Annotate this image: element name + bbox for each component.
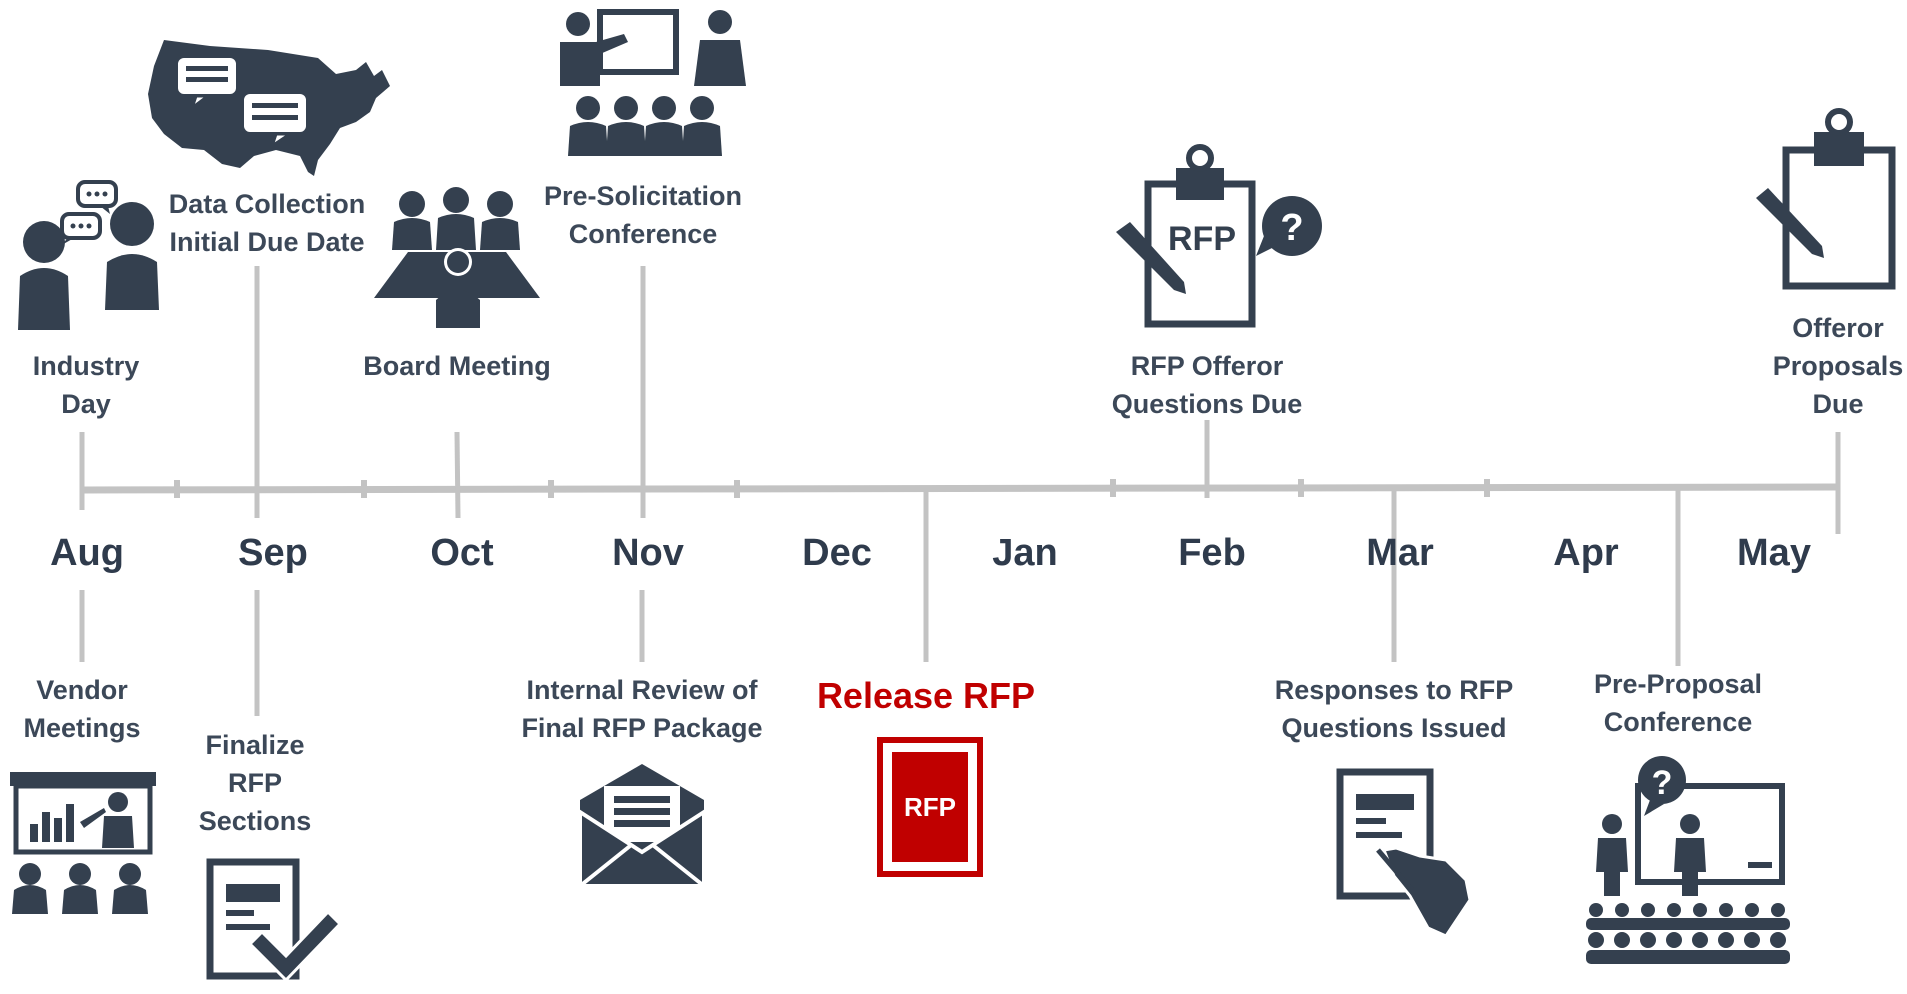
month-label: May xyxy=(1737,532,1811,574)
envelope-icon xyxy=(578,764,706,888)
event-label-offeror-proposals: Offeror Proposals Due xyxy=(1772,313,1904,419)
presentation-board-icon xyxy=(10,772,156,914)
month-label: Sep xyxy=(238,532,308,574)
conference-audience-icon: ? xyxy=(1586,756,1790,964)
event-label-vendor-meetings: Vendor Meetings xyxy=(23,675,141,743)
month-label: Oct xyxy=(430,532,494,574)
event-label-pre-proposal: Pre-Proposal Conference xyxy=(1593,669,1763,737)
question-mark-text: ? xyxy=(1652,764,1673,802)
rfp-clipboard-question-icon: RFP ? xyxy=(1116,144,1322,328)
month-label: Mar xyxy=(1366,532,1434,574)
rfp-document-text: RFP xyxy=(904,792,956,822)
month-label: Dec xyxy=(802,532,872,574)
connector-board-meeting xyxy=(454,431,461,519)
event-label-responses-issued: Responses to RFP Questions Issued xyxy=(1274,675,1514,743)
question-mark-text: ? xyxy=(1280,207,1303,249)
event-label-release-rfp: Release RFP xyxy=(816,675,1036,716)
month-label: Feb xyxy=(1178,532,1246,574)
month-label: Jan xyxy=(992,532,1058,574)
event-label-rfp-questions-due: RFP Offeror Questions Due xyxy=(1111,351,1303,419)
month-label: Nov xyxy=(612,532,684,574)
people-talking-icon xyxy=(18,180,159,330)
event-label-industry-day: Industry Day xyxy=(32,351,140,419)
board-meeting-icon xyxy=(374,187,540,328)
axis-line xyxy=(81,483,1839,494)
event-label-pre-solicitation: Pre-Solicitation Conference xyxy=(543,181,743,249)
event-label-finalize-sections: Finalize RFP Sections xyxy=(198,730,312,836)
us-map-icon xyxy=(148,40,390,176)
month-label: Aug xyxy=(50,532,124,574)
rfp-document-icon: RFP xyxy=(877,737,983,877)
presentation-audience-icon xyxy=(560,9,746,156)
document-signing-icon xyxy=(1336,768,1472,938)
clipboard-pencil-icon xyxy=(1756,108,1896,290)
month-label: Apr xyxy=(1553,532,1619,574)
rfp-clipboard-text: RFP xyxy=(1168,220,1236,258)
document-checkmark-icon xyxy=(206,858,343,983)
event-label-board-meeting: Board Meeting xyxy=(363,351,551,381)
event-label-data-collection: Data Collection Initial Due Date xyxy=(168,189,366,257)
event-label-internal-review: Internal Review of Final RFP Package xyxy=(521,675,763,743)
audience-rows xyxy=(1586,903,1790,964)
